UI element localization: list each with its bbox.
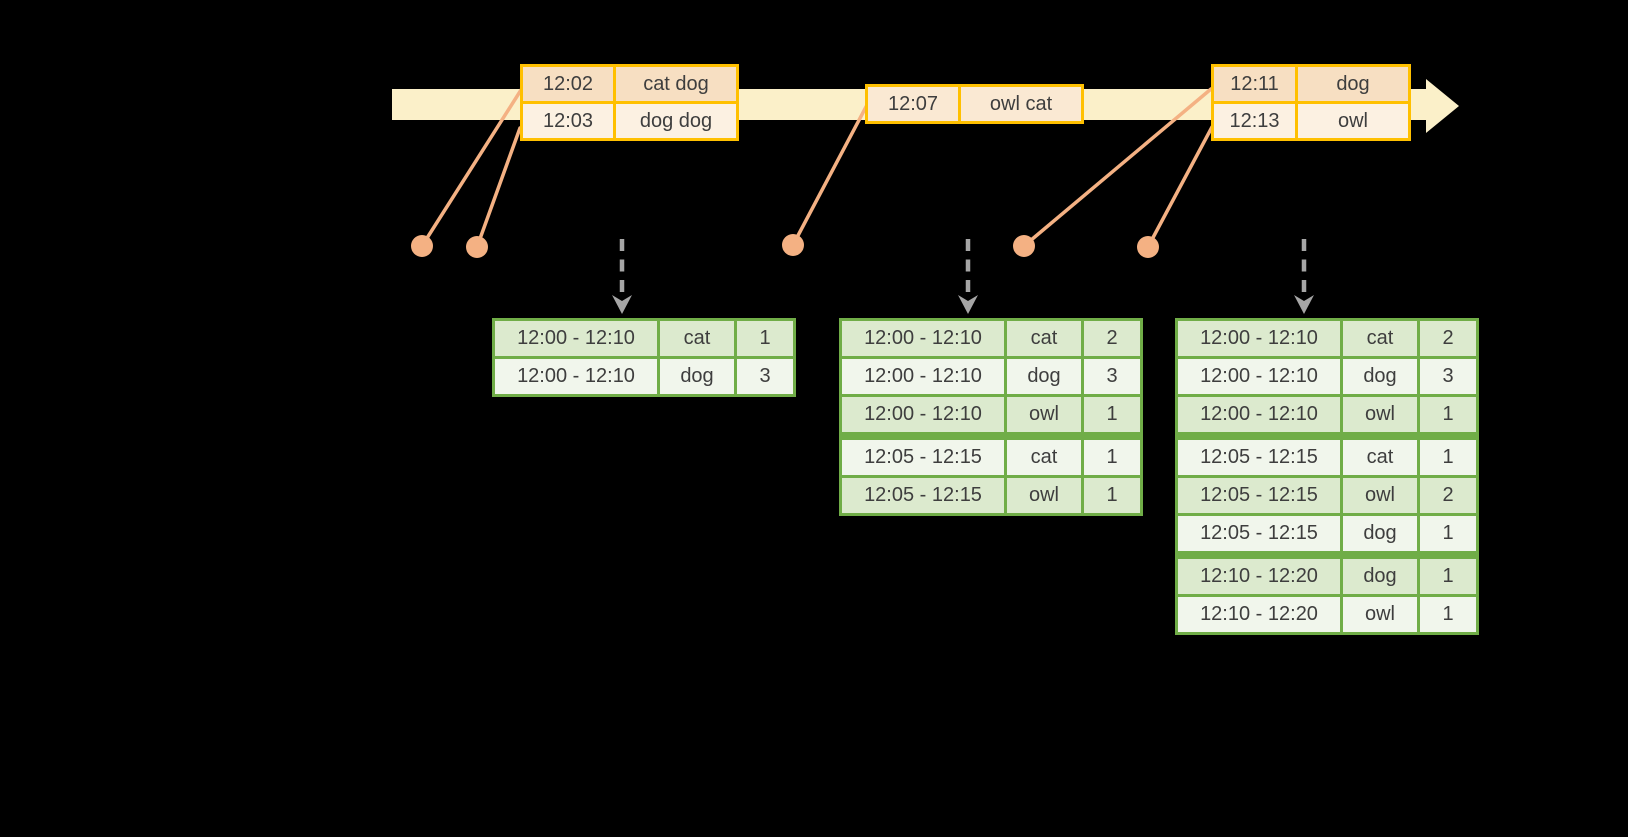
count-cell: 1 [734,318,796,359]
window-cell: 12:00 - 12:10 [839,394,1007,438]
event-row: 12:02 cat dog [520,64,739,104]
count-cell: 1 [1417,394,1479,438]
event-words-cell: cat dog [613,64,739,104]
trigger-arrows [612,239,1314,314]
timeline-arrowhead-icon [1426,79,1459,133]
word-cell: cat [657,318,737,359]
window-cell: 12:00 - 12:10 [492,356,660,397]
window-cell: 12:00 - 12:10 [839,356,1007,397]
count-cell: 1 [1417,513,1479,557]
word-cell: owl [1340,475,1420,516]
count-cell: 1 [1081,394,1143,438]
connector-line [475,126,522,249]
trigger-arrowhead-icon [612,295,632,314]
event-time-cell: 12:07 [865,84,961,124]
event-table-2: 12:07 owl cat [865,84,1084,124]
event-words-cell: owl [1295,101,1411,141]
result-row: 12:05 - 12:15 dog 1 [1175,513,1479,557]
result-row: 12:00 - 12:10 dog 3 [492,356,796,397]
window-cell: 12:00 - 12:10 [1175,318,1343,359]
word-cell: cat [1340,318,1420,359]
connector-line [1146,125,1214,249]
trigger-arrowhead-icon [958,295,978,314]
window-cell: 12:05 - 12:15 [839,475,1007,516]
connector-line [1022,87,1213,248]
result-table-1: 12:00 - 12:10 cat 1 12:00 - 12:10 dog 3 [492,318,796,397]
event-dot [1137,236,1159,258]
result-row: 12:10 - 12:20 owl 1 [1175,594,1479,635]
event-row: 12:11 dog [1211,64,1411,104]
word-cell: dog [1340,356,1420,397]
count-cell: 1 [1081,475,1143,516]
result-row: 12:05 - 12:15 owl 1 [839,475,1143,516]
result-row: 12:00 - 12:10 cat 1 [492,318,796,359]
connector-line [791,103,869,247]
trigger-arrowhead-icon [1294,295,1314,314]
result-row: 12:05 - 12:15 cat 1 [839,432,1143,478]
window-cell: 12:10 - 12:20 [1175,594,1343,635]
word-cell: cat [1004,432,1084,478]
result-row: 12:00 - 12:10 owl 1 [1175,394,1479,438]
count-cell: 2 [1417,475,1479,516]
count-cell: 3 [1081,356,1143,397]
event-words-cell: owl cat [958,84,1084,124]
window-cell: 12:00 - 12:10 [839,318,1007,359]
result-row: 12:00 - 12:10 dog 3 [839,356,1143,397]
window-cell: 12:05 - 12:15 [1175,475,1343,516]
count-cell: 1 [1417,432,1479,478]
word-cell: dog [657,356,737,397]
result-row: 12:00 - 12:10 cat 2 [839,318,1143,359]
count-cell: 2 [1081,318,1143,359]
event-words-cell: dog dog [613,101,739,141]
result-row: 12:05 - 12:15 owl 2 [1175,475,1479,516]
window-cell: 12:00 - 12:10 [1175,356,1343,397]
window-cell: 12:00 - 12:10 [492,318,660,359]
result-row: 12:00 - 12:10 owl 1 [839,394,1143,438]
result-table-3: 12:00 - 12:10 cat 2 12:00 - 12:10 dog 3 … [1175,318,1479,635]
window-cell: 12:00 - 12:10 [1175,394,1343,438]
event-time-cell: 12:13 [1211,101,1298,141]
result-table-2: 12:00 - 12:10 cat 2 12:00 - 12:10 dog 3 … [839,318,1143,516]
result-row: 12:00 - 12:10 dog 3 [1175,356,1479,397]
count-cell: 1 [1417,594,1479,635]
word-cell: owl [1004,394,1084,438]
count-cell: 1 [1081,432,1143,478]
word-cell: owl [1004,475,1084,516]
word-cell: dog [1340,513,1420,557]
word-cell: dog [1004,356,1084,397]
word-cell: owl [1340,594,1420,635]
count-cell: 3 [734,356,796,397]
word-cell: cat [1004,318,1084,359]
event-time-cell: 12:03 [520,101,616,141]
connector-line [420,88,523,248]
event-row: 12:13 owl [1211,101,1411,141]
event-time-cell: 12:11 [1211,64,1298,104]
word-cell: cat [1340,432,1420,478]
event-dot [466,236,488,258]
result-row: 12:00 - 12:10 cat 2 [1175,318,1479,359]
result-row: 12:10 - 12:20 dog 1 [1175,551,1479,597]
count-cell: 2 [1417,318,1479,359]
event-words-cell: dog [1295,64,1411,104]
event-dots [411,234,1159,258]
event-row: 12:03 dog dog [520,101,739,141]
event-row: 12:07 owl cat [865,84,1084,124]
event-dot [782,234,804,256]
count-cell: 1 [1417,551,1479,597]
event-table-3: 12:11 dog 12:13 owl [1211,64,1411,141]
window-cell: 12:05 - 12:15 [839,432,1007,478]
window-cell: 12:10 - 12:20 [1175,551,1343,597]
word-cell: dog [1340,551,1420,597]
event-time-cell: 12:02 [520,64,616,104]
count-cell: 3 [1417,356,1479,397]
event-table-1: 12:02 cat dog 12:03 dog dog [520,64,739,141]
result-row: 12:05 - 12:15 cat 1 [1175,432,1479,478]
window-cell: 12:05 - 12:15 [1175,513,1343,557]
word-cell: owl [1340,394,1420,438]
event-dot [411,235,433,257]
event-dot [1013,235,1035,257]
event-connector-lines [420,87,1214,249]
window-cell: 12:05 - 12:15 [1175,432,1343,478]
